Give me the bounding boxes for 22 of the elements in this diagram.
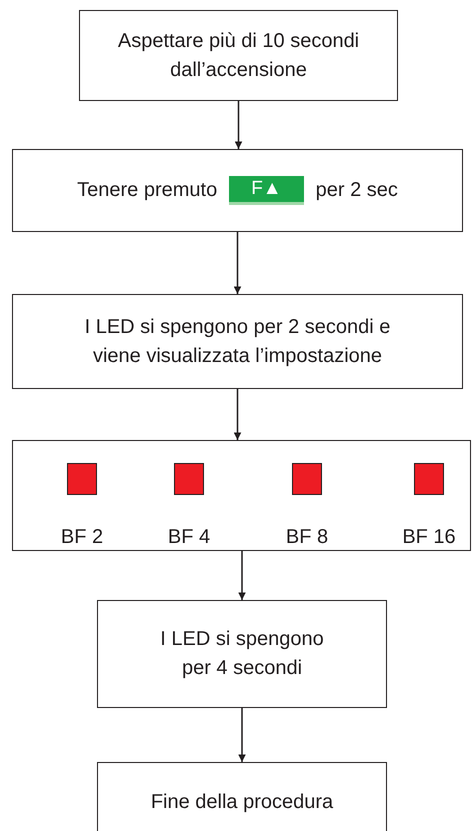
process-box <box>12 294 463 389</box>
arrow <box>238 708 246 762</box>
step-text: per 2 sec <box>316 178 398 203</box>
step-text: Tenere premuto <box>77 178 218 203</box>
led-label: BF 8 <box>284 525 330 550</box>
step-text: I LED si spengono per 4 secondi <box>159 627 325 681</box>
arrow <box>234 389 242 440</box>
process-box <box>97 600 387 708</box>
led-label: BF 16 <box>401 525 457 550</box>
arrow <box>238 551 246 600</box>
led-panel <box>12 440 471 551</box>
led-label: BF 4 <box>166 525 212 550</box>
process-box <box>97 762 387 831</box>
step-text: Aspettare più di 10 secondi dall’accensione <box>116 28 360 82</box>
step-text: Fine della procedura <box>150 790 334 814</box>
process-box <box>12 149 463 232</box>
process-box <box>79 10 398 101</box>
step-text: I LED si spengono per 2 secondi e viene visualizzata l’impostazione <box>84 314 392 368</box>
arrow <box>234 101 242 149</box>
led-label: BF 2 <box>60 525 104 550</box>
function-key: F▲ <box>229 176 304 205</box>
arrow <box>234 232 242 294</box>
